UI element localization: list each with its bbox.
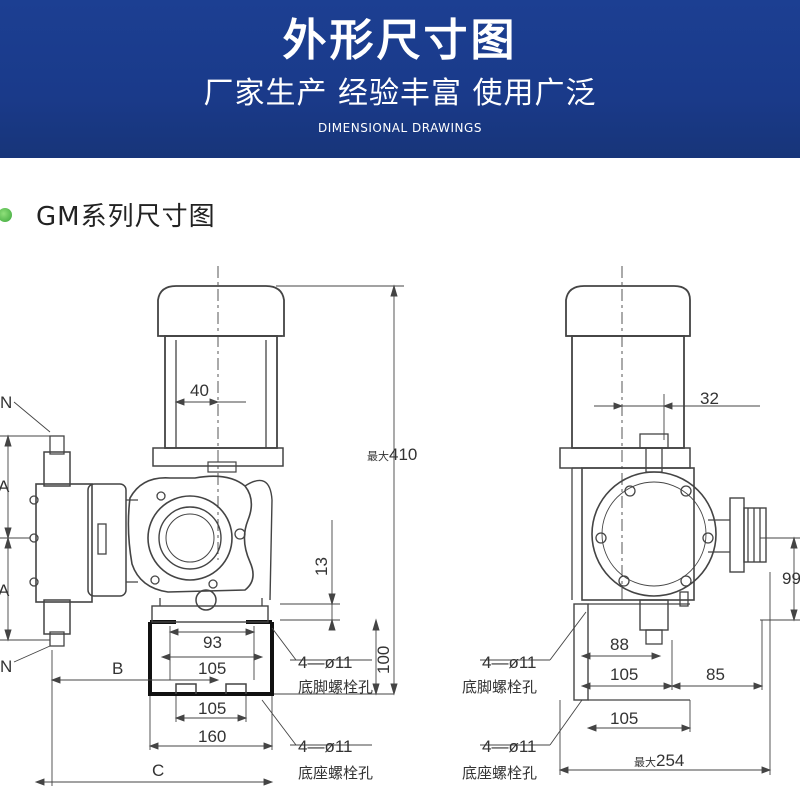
- right-base-holes: 4—ø11: [482, 737, 537, 756]
- left-dim-160: 160: [198, 727, 226, 746]
- left-motor-cap: [157, 285, 285, 337]
- right-base-frame: [573, 603, 589, 701]
- left-view-drawing: [0, 266, 404, 786]
- bullet-dot-icon: [0, 208, 12, 222]
- left-motor-body: [164, 335, 278, 449]
- right-dim-88: 88: [610, 635, 629, 654]
- left-dim-40: 40: [190, 381, 209, 400]
- left-dim-93: 93: [203, 633, 222, 652]
- left-max-label: 最大: [367, 449, 389, 463]
- left-pump-body: [127, 475, 254, 593]
- left-base-frame: [148, 622, 274, 696]
- right-view-drawing: [480, 266, 800, 775]
- left-label-a-bottom: A: [0, 581, 10, 600]
- right-motor-cap: [565, 285, 691, 337]
- banner-english-caption: DIMENSIONAL DRAWINGS: [318, 121, 482, 135]
- right-foot-holes-desc: 底脚螺栓孔: [462, 678, 537, 696]
- banner-title: 外形尺寸图: [282, 15, 518, 66]
- header-banner: 外形尺寸图 厂家生产 经验丰富 使用广泛 DIMENSIONAL DRAWING…: [0, 0, 800, 158]
- left-dim-105-bottom: 105: [198, 699, 226, 718]
- right-base-holes-desc: 底座螺栓孔: [462, 764, 537, 782]
- right-motor-body: [571, 335, 685, 449]
- left-dim-105-top: 105: [198, 659, 226, 678]
- left-label-c: C: [152, 761, 164, 780]
- right-dim-85: 85: [706, 665, 725, 684]
- left-label-n-bottom: N: [0, 657, 12, 676]
- banner-subtitle: 厂家生产 经验丰富 使用广泛: [203, 76, 597, 111]
- left-base-holes-desc: 底座螺栓孔: [298, 764, 373, 782]
- left-label-n-top: N: [0, 393, 12, 412]
- left-dim-100: 100: [374, 646, 393, 674]
- left-dim-13: 13: [312, 557, 331, 576]
- left-drive-housing: [87, 483, 127, 597]
- right-dim-105-top: 105: [610, 665, 638, 684]
- left-foot-holes: 4—ø11: [298, 653, 353, 672]
- right-dim-254: 254: [656, 751, 684, 770]
- left-base-holes: 4—ø11: [298, 737, 353, 756]
- right-dim-32: 32: [700, 389, 719, 408]
- right-dim-105-bottom: 105: [610, 709, 638, 728]
- right-max-label: 最大: [634, 755, 656, 769]
- left-label-a-top: A: [0, 477, 10, 496]
- right-dim-99: 99: [782, 569, 800, 588]
- dimension-drawing: 40 最大 410 13 100 93 105 105 160 B C A A …: [0, 266, 800, 786]
- left-label-b: B: [112, 659, 123, 678]
- section-title: GM系列尺寸图: [36, 202, 216, 232]
- left-dim-410: 410: [389, 445, 417, 464]
- right-gearbox: [581, 467, 695, 601]
- right-foot-holes: 4—ø11: [482, 653, 537, 672]
- left-foot-holes-desc: 底脚螺栓孔: [298, 678, 373, 696]
